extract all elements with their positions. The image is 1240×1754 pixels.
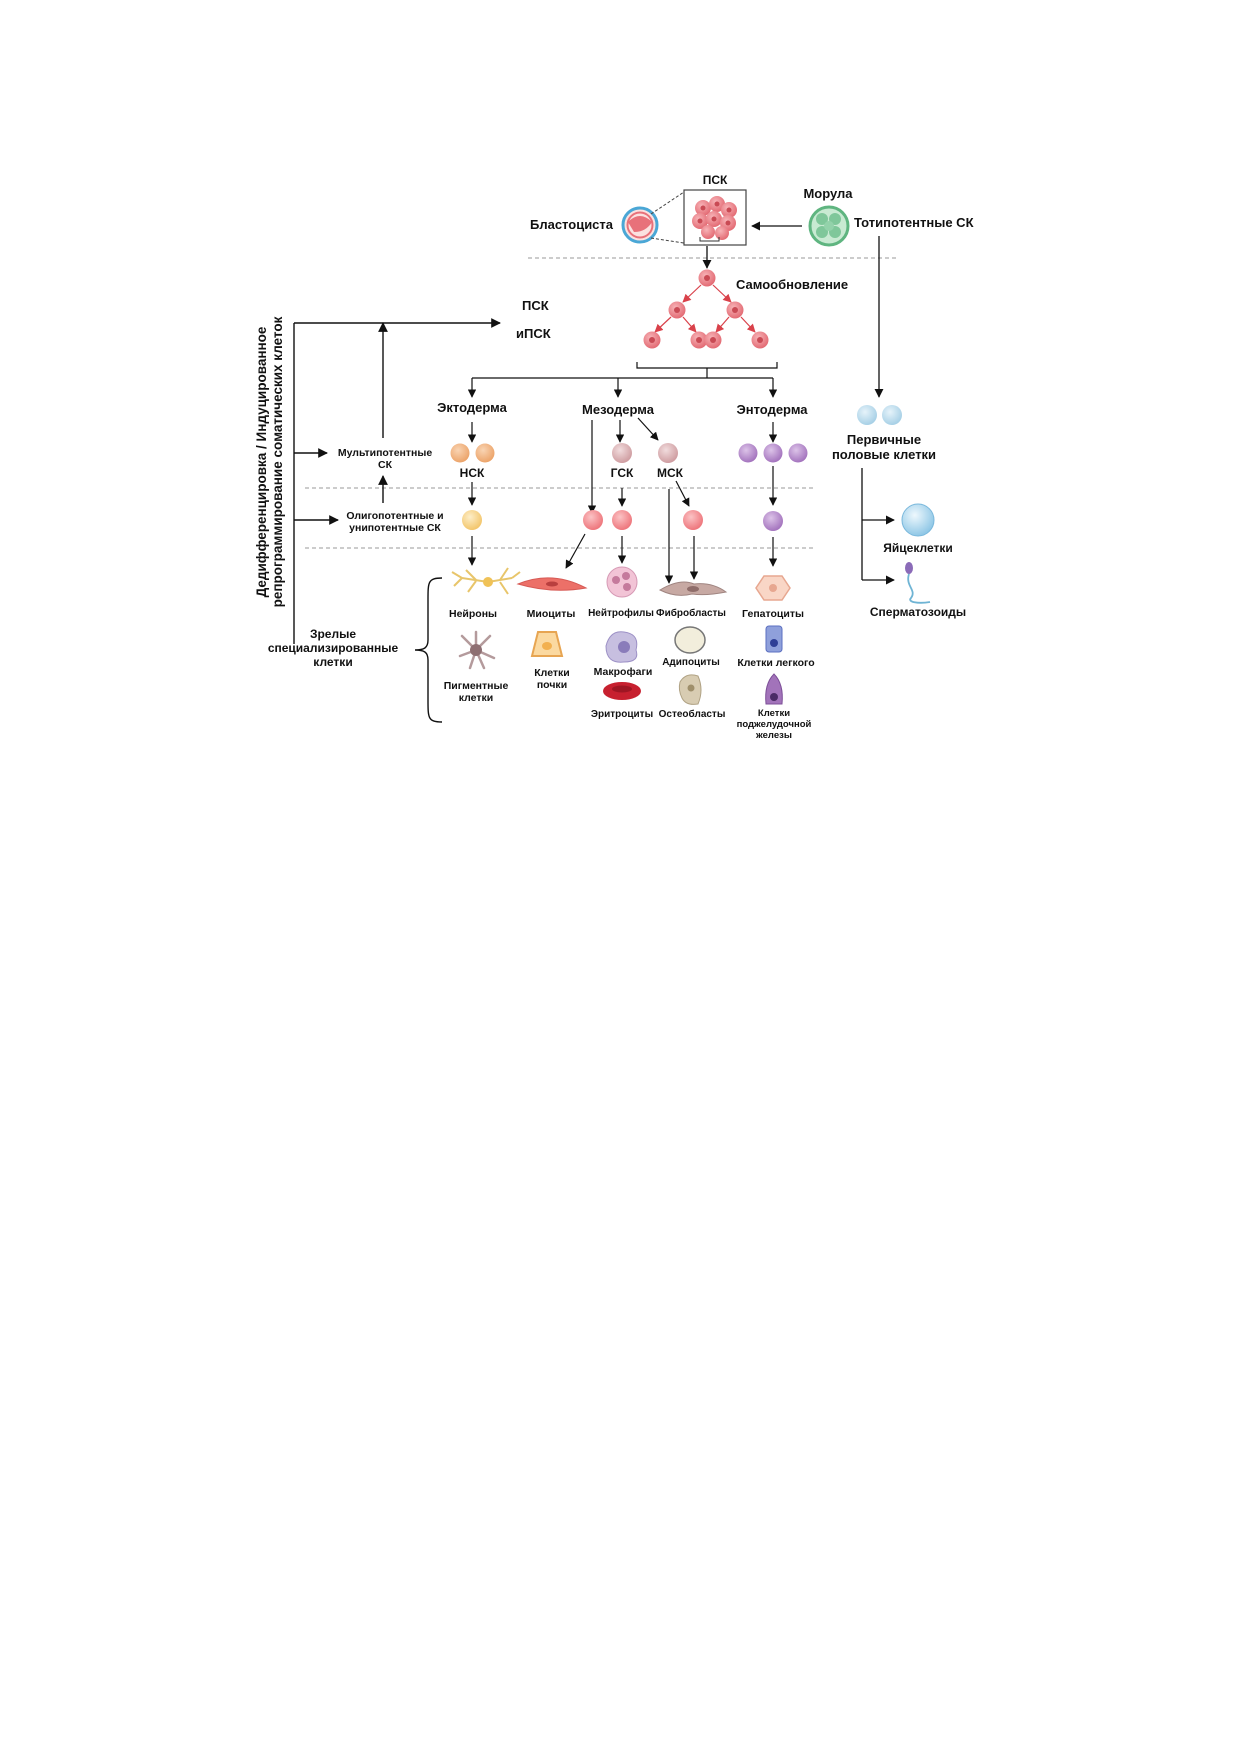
hepatocytes-label: Гепатоциты bbox=[742, 608, 804, 620]
myocytes-label: Миоциты bbox=[526, 608, 576, 620]
meso-oligo-cell-2 bbox=[612, 510, 632, 530]
self-renewal-label: Самообновление bbox=[736, 277, 849, 292]
msc-cell bbox=[658, 443, 678, 463]
egg-cell-icon bbox=[901, 503, 935, 537]
pancreas-cell-icon bbox=[765, 673, 783, 705]
totipotent-label: Тотипотентные СК bbox=[854, 215, 974, 230]
blastocyst-label: Бластоциста bbox=[530, 217, 614, 232]
neural-oligo-cell bbox=[462, 510, 482, 530]
meso-oligo-cell-1 bbox=[583, 510, 603, 530]
psc-box-label: ПСК bbox=[702, 173, 728, 187]
nsc-label: НСК bbox=[459, 466, 485, 480]
dedifferentiation-line1: Дедифференцировка / Индуцированное bbox=[254, 326, 269, 598]
meso-oligo-cell-3 bbox=[683, 510, 703, 530]
lung-cell-icon bbox=[765, 625, 783, 653]
zoom-line-bottom bbox=[650, 237, 685, 244]
mesoderm-label: Мезодерма bbox=[582, 402, 654, 417]
adipocyte-icon bbox=[674, 626, 706, 654]
mature-cells-label: Зрелые специализированные клетки bbox=[267, 627, 399, 669]
neuron-icon bbox=[451, 567, 521, 595]
zoom-line-top bbox=[650, 191, 685, 215]
morula-label: Морула bbox=[803, 186, 853, 201]
sperm-icon bbox=[905, 562, 931, 604]
erythrocytes-label: Эритроциты bbox=[590, 709, 654, 720]
mature-cells-brace bbox=[414, 577, 443, 723]
primordial-germ-cells bbox=[857, 405, 902, 425]
self-renewal-tree bbox=[643, 269, 769, 349]
macrophages-label: Макрофаги bbox=[593, 666, 653, 678]
fibroblasts-label: Фибробласты bbox=[656, 608, 726, 619]
psc-cluster-icon bbox=[692, 196, 737, 242]
renewal-bracket bbox=[636, 362, 778, 369]
hepatocyte-icon bbox=[755, 575, 791, 601]
neutrophils-label: Нейтрофилы bbox=[588, 608, 654, 619]
fibroblast-icon bbox=[658, 581, 728, 596]
germ-branch-arrows bbox=[861, 468, 895, 585]
hsc-label: ГСК bbox=[610, 466, 634, 480]
endoderm-label: Энтодерма bbox=[736, 402, 808, 417]
osteoblasts-label: Остеобласты bbox=[658, 709, 726, 720]
endo-oligo-cell bbox=[763, 511, 783, 531]
erythrocyte-icon bbox=[603, 682, 641, 700]
pigment-label: Пигментные клетки bbox=[443, 680, 509, 705]
pancreas-label: Клетки поджелудочной железы bbox=[736, 708, 812, 741]
ecto-multipotent-cells bbox=[450, 443, 495, 463]
endo-multipotent-cells bbox=[738, 443, 808, 463]
dedifferentiation-line2: репрограммирование соматических клеток bbox=[270, 316, 286, 608]
myocyte-icon bbox=[516, 577, 588, 591]
kidney-label: Клетки почки bbox=[534, 667, 570, 692]
kidney-cell-icon bbox=[530, 631, 564, 657]
ipsc-label: иПСК bbox=[516, 326, 551, 341]
multipotent-label: Мультипотентные СК bbox=[337, 447, 433, 472]
adipocytes-label: Адипоциты bbox=[662, 657, 720, 668]
primordial-germ-label: Первичные половые клетки bbox=[831, 432, 937, 462]
oligopotent-label: Олигопотентные и унипотентные СК bbox=[346, 510, 444, 535]
msc-label: МСК bbox=[657, 466, 683, 480]
eggs-label: Яйцеклетки bbox=[883, 541, 953, 555]
hsc-cell bbox=[612, 443, 632, 463]
lung-label: Клетки легкого bbox=[737, 657, 815, 669]
dashed-separators bbox=[305, 257, 898, 549]
macrophage-icon bbox=[605, 631, 638, 663]
osteoblast-icon bbox=[678, 674, 702, 705]
sperm-label: Сперматозоиды bbox=[869, 605, 967, 619]
dedifferentiation-label: Дедифференцировка / Индуцированное репро… bbox=[254, 312, 286, 612]
morula-icon bbox=[808, 205, 850, 247]
blastocyst-icon bbox=[621, 206, 659, 244]
psc-label: ПСК bbox=[522, 298, 549, 313]
dedifferentiation-arrows bbox=[293, 318, 501, 644]
ectoderm-label: Эктодерма bbox=[437, 400, 507, 415]
pigment-cell-icon bbox=[458, 630, 496, 670]
neurons-label: Нейроны bbox=[448, 608, 498, 620]
neutrophil-icon bbox=[606, 566, 638, 598]
